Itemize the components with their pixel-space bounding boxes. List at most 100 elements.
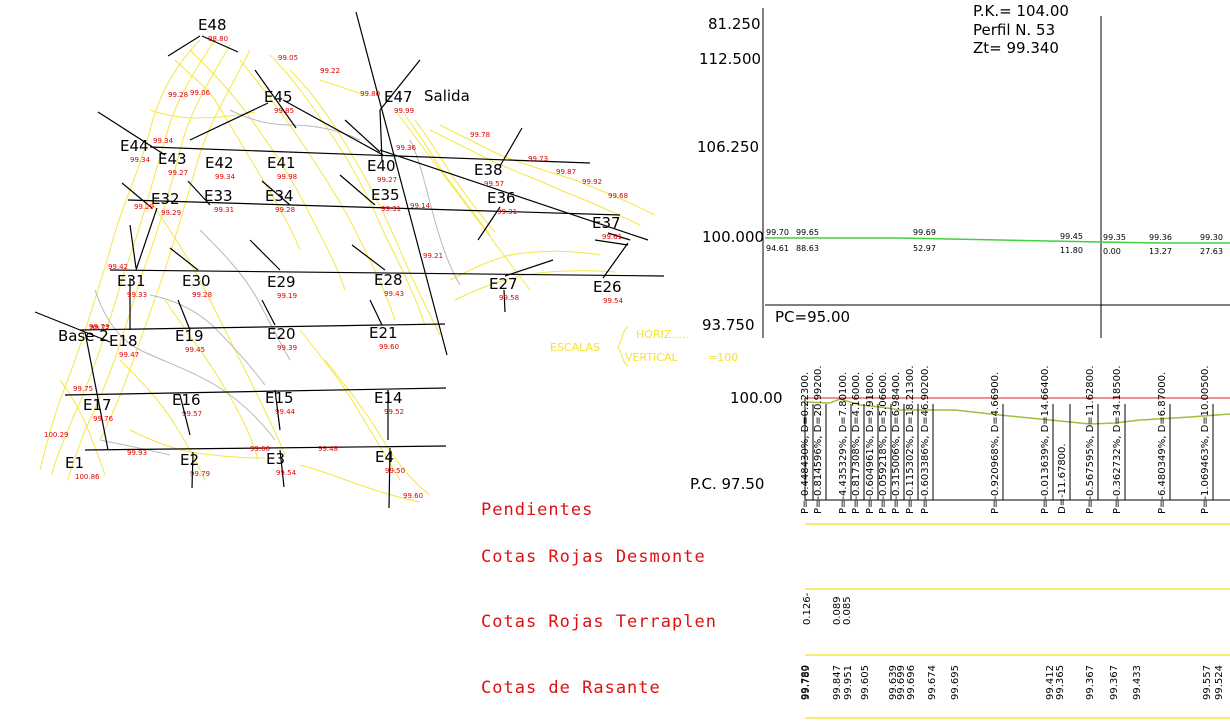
segment-label: P=-0.115302%, D=18.21300. bbox=[905, 365, 916, 514]
pc-label: PC=95.00 bbox=[775, 308, 850, 326]
rasante-value: 99.433 bbox=[1132, 665, 1143, 700]
svg-text:52.97: 52.97 bbox=[913, 244, 936, 253]
segment-label: D=-11.67800. bbox=[1057, 443, 1068, 514]
station-label-e4: E4 bbox=[375, 448, 394, 466]
y-tick-93: 93.750 bbox=[702, 316, 755, 334]
svg-text:99.05: 99.05 bbox=[278, 54, 298, 62]
segment-label: P=-0.315006%, D=6.98400. bbox=[891, 372, 902, 514]
svg-text:99.87: 99.87 bbox=[556, 168, 576, 176]
segment-label: P=-0.362732%, D=34.18500. bbox=[1112, 365, 1123, 514]
escalas-horizontal: HORIZ..... bbox=[636, 328, 689, 341]
svg-text:99.65: 99.65 bbox=[796, 228, 819, 237]
station-label-e48: E48 bbox=[198, 16, 227, 34]
rasante-value: 99.557 bbox=[1202, 665, 1213, 700]
row-label-desmonte: Cotas Rojas Desmonte bbox=[481, 547, 706, 567]
station-elevation-e38: 99.57 bbox=[484, 180, 504, 188]
svg-text:99.34: 99.34 bbox=[153, 137, 174, 145]
svg-text:88.63: 88.63 bbox=[796, 244, 819, 253]
svg-text:99.45: 99.45 bbox=[1060, 232, 1083, 241]
station-elevation-e37: 99.61 bbox=[602, 233, 622, 241]
svg-text:99.73: 99.73 bbox=[89, 323, 109, 331]
station-label-e18: E18 bbox=[109, 332, 138, 350]
station-label-e37: E37 bbox=[592, 214, 621, 232]
escalas-vertical: VERTICAL bbox=[625, 351, 678, 364]
rasante-value: 99.696 bbox=[906, 665, 917, 700]
zt-label: Zt= 99.340 bbox=[973, 39, 1059, 57]
cross-section-profile: P.K.= 104.00 Perfil N. 53 Zt= 99.340 81.… bbox=[697, 2, 1230, 338]
station-elevation-e33: 99.31 bbox=[214, 206, 234, 214]
station-label-e28: E28 bbox=[374, 271, 403, 289]
svg-text:11.80: 11.80 bbox=[1060, 246, 1083, 255]
pk-label: P.K.= 104.00 bbox=[973, 2, 1069, 20]
segment-label: P=-0.817308%, D=4.16000. bbox=[851, 372, 862, 514]
station-elevation-e20: 99.39 bbox=[277, 344, 297, 352]
svg-text:94.61: 94.61 bbox=[766, 244, 789, 253]
station-label-e47: E47 bbox=[384, 88, 413, 106]
salida-label: Salida bbox=[424, 87, 470, 105]
svg-text:99.78: 99.78 bbox=[470, 131, 490, 139]
perfil-label: Perfil N. 53 bbox=[973, 21, 1055, 39]
svg-text:99.60: 99.60 bbox=[250, 445, 270, 453]
segment-label: P=-6.480349%, D=6.87000. bbox=[1157, 372, 1168, 514]
station-elevation-e45: 99.85 bbox=[274, 107, 294, 115]
station-label-e2: E2 bbox=[180, 451, 199, 469]
station-elevation-e21: 99.60 bbox=[379, 343, 399, 351]
svg-text:99.68: 99.68 bbox=[608, 192, 628, 200]
long-y-100: 100.00 bbox=[730, 389, 783, 407]
svg-text:99.28: 99.28 bbox=[168, 91, 188, 99]
y-tick-81: 81.250 bbox=[708, 15, 761, 33]
segment-label: P=-4.435329%, D=7.80100. bbox=[838, 372, 849, 514]
station-label-e45: E45 bbox=[264, 88, 293, 106]
station-label-e40: E40 bbox=[367, 157, 396, 175]
station-elevation-e30: 99.28 bbox=[192, 291, 212, 299]
svg-text:99.36: 99.36 bbox=[396, 144, 417, 152]
station-elevation-e17: 99.76 bbox=[93, 415, 114, 423]
station-elevation-e43: 99.27 bbox=[168, 169, 188, 177]
segment-label: P=-0.814596%, D=20.99200. bbox=[813, 365, 824, 514]
rasante-value: 99.639 bbox=[888, 665, 899, 700]
terrain-grade-line bbox=[765, 237, 1230, 244]
longitudinal-profile: 100.00 P.C. 97.50 P=-0.448430%, D=0.2230… bbox=[481, 365, 1230, 719]
long-grade-line bbox=[804, 398, 1230, 425]
rasante-value: 99.524 bbox=[1214, 665, 1225, 700]
scale-legend: ESCALAS HORIZ..... VERTICAL =100 bbox=[550, 326, 738, 367]
svg-text:27.63: 27.63 bbox=[1200, 247, 1223, 256]
station-elevation-e2: 99.79 bbox=[190, 470, 210, 478]
svg-text:99.75: 99.75 bbox=[73, 385, 93, 393]
station-label-e3: E3 bbox=[266, 450, 285, 468]
terraplen-value: 0.126- bbox=[802, 592, 813, 625]
extra-elevations: 99.05 99.22 99.06 99.28 99.78 99.73 99.8… bbox=[44, 54, 628, 500]
escalas-vertical-value: =100 bbox=[708, 351, 738, 364]
station-label-e44: E44 bbox=[120, 137, 149, 155]
station-label-e31: E31 bbox=[117, 272, 146, 290]
cross-section-lines bbox=[34, 11, 665, 509]
station-label-e26: E26 bbox=[593, 278, 622, 296]
svg-text:99.36: 99.36 bbox=[1149, 233, 1172, 242]
rasante-value: 99.780 bbox=[800, 665, 811, 700]
rasante-value: 99.789 bbox=[801, 665, 812, 700]
svg-text:99.21: 99.21 bbox=[423, 252, 443, 260]
svg-text:13.27: 13.27 bbox=[1149, 247, 1172, 256]
segment-label: P=-1.069463%, D=10.00500. bbox=[1200, 365, 1211, 514]
rasante-value: 99.674 bbox=[927, 665, 938, 700]
plan-view: E4898.80E4599.85E4799.99E4499.34E4399.27… bbox=[34, 11, 738, 509]
station-elevation-e27: 99.58 bbox=[499, 294, 519, 302]
station-label-e42: E42 bbox=[205, 154, 234, 172]
svg-text:99.80: 99.80 bbox=[360, 90, 380, 98]
station-elevation-e31: 99.33 bbox=[127, 291, 147, 299]
row-label-rasante: Cotas de Rasante bbox=[481, 678, 661, 698]
rasante-value: 99.695 bbox=[950, 665, 961, 700]
terrain-contours bbox=[39, 39, 656, 503]
long-pc-label: P.C. 97.50 bbox=[690, 475, 764, 493]
terraplen-value: 0.089 bbox=[832, 596, 843, 625]
station-elevation-e32: 99.29 bbox=[161, 209, 181, 217]
station-label-e34: E34 bbox=[265, 187, 294, 205]
segment-label: P=-0.448430%, D=0.22300. bbox=[800, 372, 811, 514]
svg-text:99.60: 99.60 bbox=[403, 492, 423, 500]
rasante-value: 99.951 bbox=[843, 665, 854, 700]
station-label-e29: E29 bbox=[267, 273, 296, 291]
row-separators bbox=[805, 523, 1230, 719]
row-label-pendientes: Pendientes bbox=[481, 500, 593, 520]
rasante-value: 99.699 bbox=[896, 665, 907, 700]
